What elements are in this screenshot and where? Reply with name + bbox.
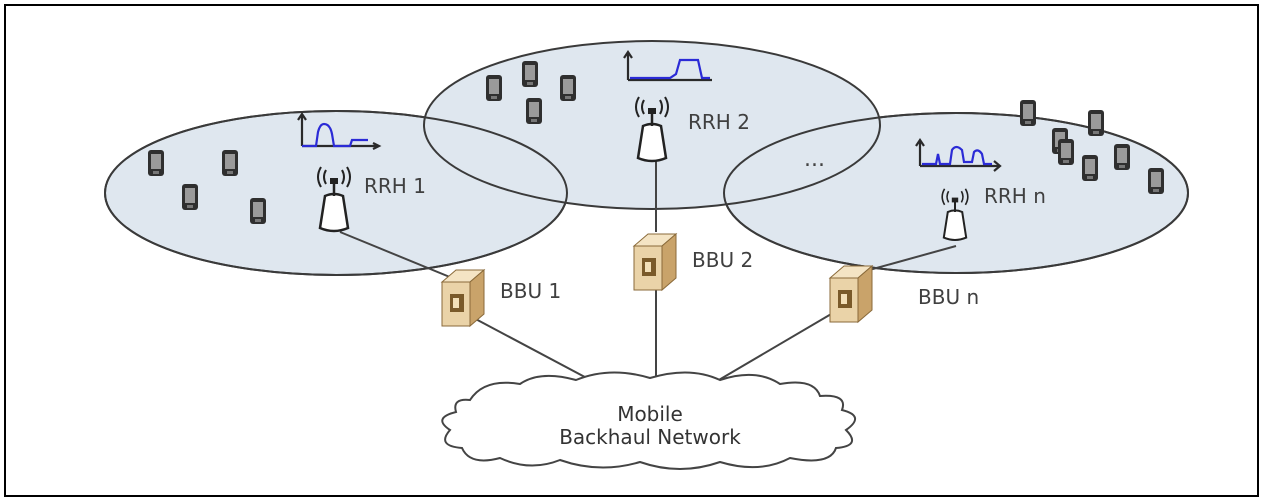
bbu-n-label: BBU n: [918, 285, 979, 309]
bbu-server-icon: [829, 265, 873, 323]
ellipsis-label: ...: [804, 147, 825, 172]
bbu-server-icon: [441, 269, 485, 327]
mobile-device-icon: [486, 75, 502, 101]
mobile-device-icon: [1058, 139, 1074, 165]
mobile-device-icon: [222, 150, 238, 176]
mobile-device-icon: [1148, 168, 1164, 194]
rrh-1-label: RRH 1: [364, 174, 426, 198]
rrh-2-label: RRH 2: [688, 110, 750, 134]
mobile-device-icon: [560, 75, 576, 101]
mobile-device-icon: [1082, 155, 1098, 181]
signal-waveform-icon: [915, 138, 1002, 172]
mobile-device-icon: [522, 61, 538, 87]
mobile-device-icon: [182, 184, 198, 210]
backhaul-links: [339, 160, 957, 385]
cloud-label-line1: Mobile: [617, 402, 683, 426]
mobile-device-icon: [1114, 144, 1130, 170]
mobile-device-icon: [1088, 110, 1104, 136]
bbu-server-icon: [633, 233, 677, 291]
signal-waveform-icon: [623, 50, 712, 82]
mobile-device-icon: [526, 98, 542, 124]
mobile-device-icon: [1020, 100, 1036, 126]
cloud-icon: [441, 371, 856, 470]
signal-waveform-icon: [297, 112, 382, 150]
bbu-1-label: BBU 1: [500, 279, 561, 303]
mobile-device-icon: [148, 150, 164, 176]
rrh-n-label: RRH n: [984, 184, 1046, 208]
bbu-2-label: BBU 2: [692, 248, 753, 272]
cloud-label-line2: Backhaul Network: [559, 425, 741, 449]
mobile-device-icon: [250, 198, 266, 224]
